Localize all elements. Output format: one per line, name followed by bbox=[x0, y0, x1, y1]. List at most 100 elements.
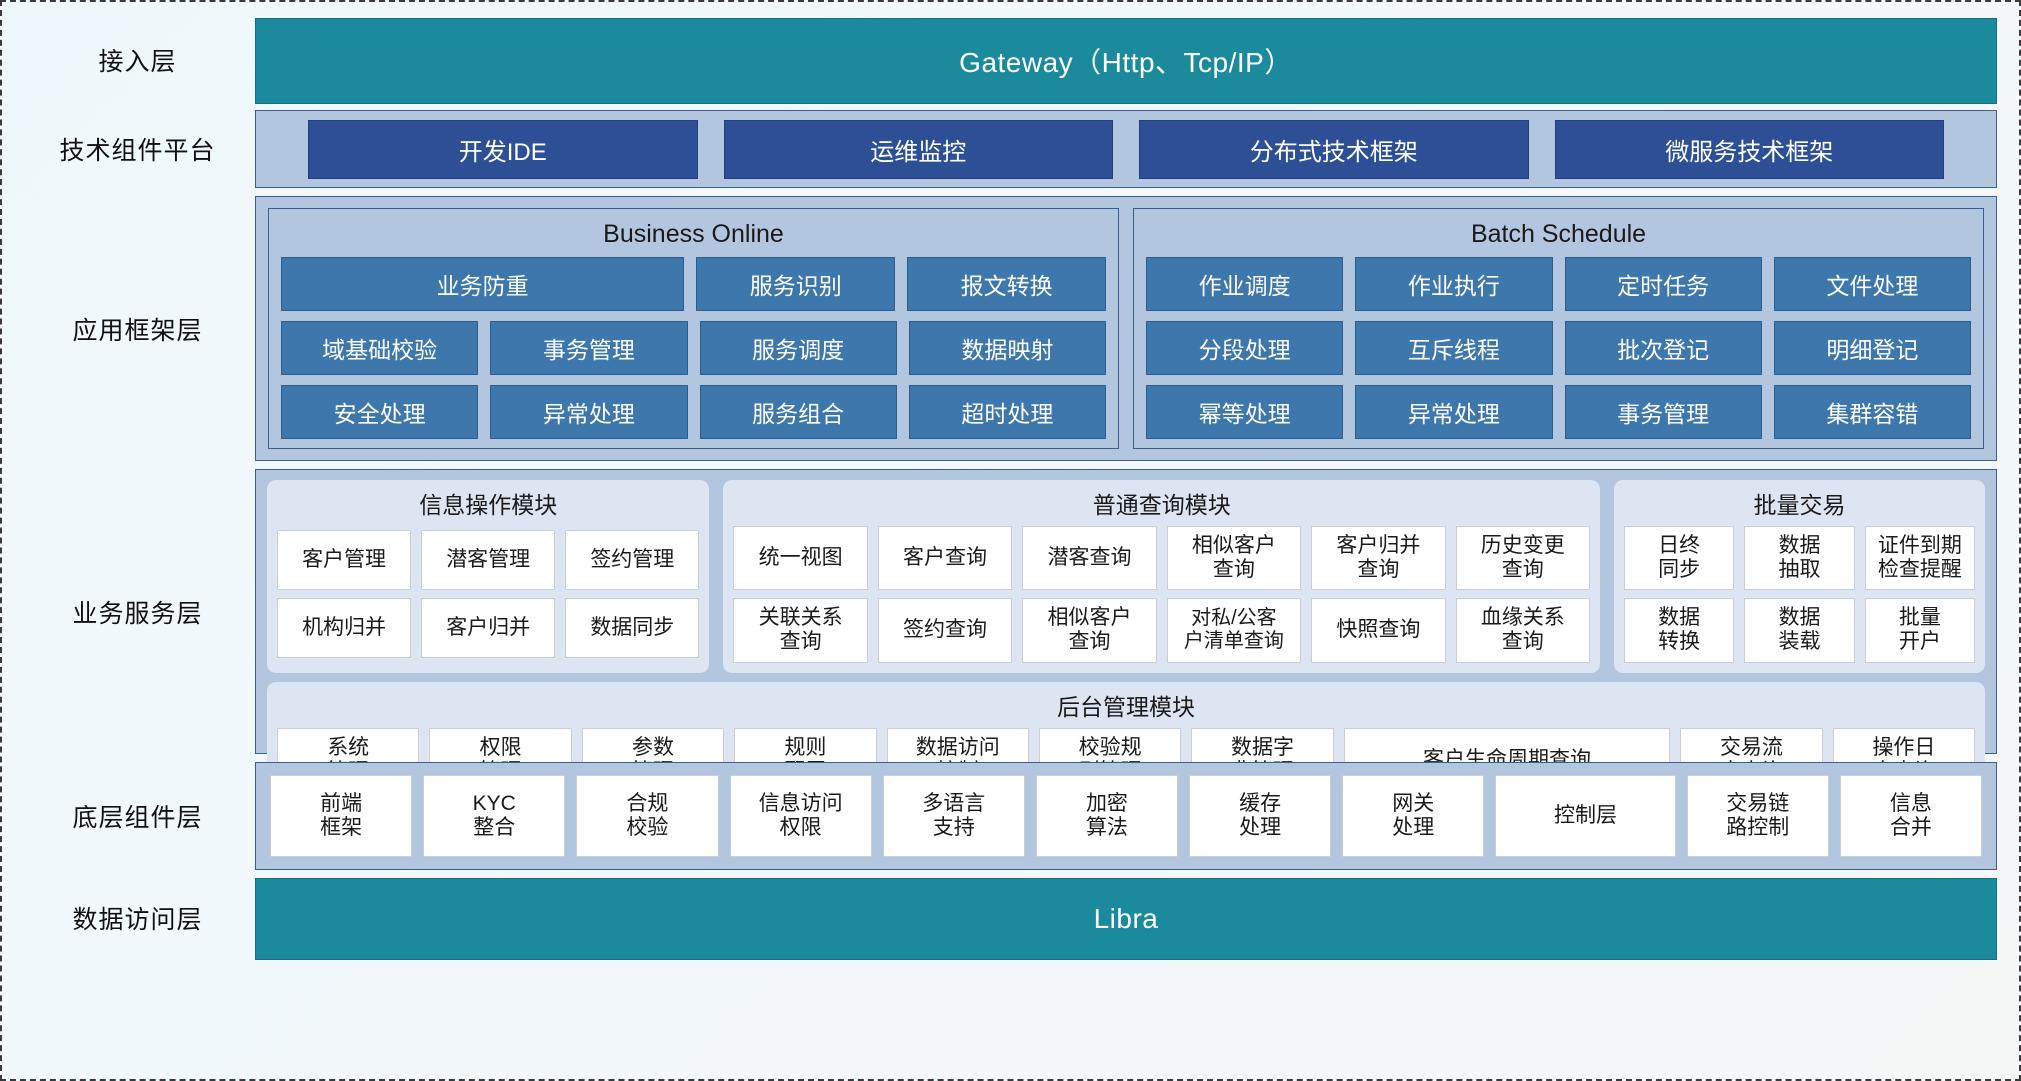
grid-row: 域基础校验 事务管理 服务调度 数据映射 bbox=[281, 321, 1106, 375]
libra-label: Libra bbox=[1093, 903, 1159, 934]
cell-customer-query[interactable]: 客户查询 bbox=[877, 526, 1013, 591]
cell-cluster-fault-tolerance[interactable]: 集群容错 bbox=[1773, 385, 1971, 439]
cell-end-of-day-sync[interactable]: 日终 同步 bbox=[1624, 526, 1735, 591]
cell-domain-base-validation[interactable]: 域基础校验 bbox=[281, 321, 479, 375]
tech-box-ide[interactable]: 开发IDE bbox=[308, 119, 698, 179]
data-access-layer-body: Libra bbox=[255, 878, 1997, 960]
cell-exception-handling-online[interactable]: 异常处理 bbox=[490, 385, 688, 439]
cell-customer-merge-query[interactable]: 客户归并 查询 bbox=[1311, 526, 1446, 591]
cell-lineage-relationship-query[interactable]: 血缘关系 查询 bbox=[1455, 598, 1590, 663]
cell-contract-query[interactable]: 签约查询 bbox=[877, 598, 1013, 663]
layer-label-tech-platform: 技术组件平台 bbox=[59, 137, 216, 165]
cell-customer-merge[interactable]: 客户归并 bbox=[421, 598, 556, 659]
cell-institution-merge[interactable]: 机构归并 bbox=[277, 598, 412, 659]
cell-job-execution[interactable]: 作业执行 bbox=[1355, 257, 1553, 311]
cell-private-corporate-list-query[interactable]: 对私/公客 户清单查询 bbox=[1166, 598, 1302, 663]
cell-snapshot-query[interactable]: 快照查询 bbox=[1311, 598, 1446, 663]
access-layer-body: Gateway（Http、Tcp/IP） bbox=[255, 18, 1997, 104]
cell-multilanguage-support[interactable]: 多语言 支持 bbox=[882, 775, 1025, 857]
grid-row: 机构归并 客户归并 数据同步 bbox=[277, 598, 700, 659]
cell-transaction-management[interactable]: 事务管理 bbox=[490, 321, 688, 375]
business-service-panel: 信息操作模块 客户管理 潜客管理 签约管理 机构归并 客户归并 bbox=[255, 469, 1997, 802]
group-title-batch-schedule: Batch Schedule bbox=[1470, 220, 1647, 248]
cell-data-sync[interactable]: 数据同步 bbox=[565, 598, 700, 659]
layer-data-access: 数据访问层 Libra bbox=[20, 878, 1997, 960]
cell-timeout-handling[interactable]: 超时处理 bbox=[908, 385, 1106, 439]
layer-business-service: 业务服务层 信息操作模块 客户管理 潜客管理 签约管理 bbox=[20, 469, 1997, 802]
cell-transaction-management-batch[interactable]: 事务管理 bbox=[1564, 385, 1762, 439]
cell-history-change-query[interactable]: 历史变更 查询 bbox=[1455, 526, 1590, 591]
module-batch-transaction: 批量交易 日终 同步 数据 抽取 证件到期 检查提醒 数据 转换 数据 装载 bbox=[1614, 480, 1985, 673]
cell-segment-processing[interactable]: 分段处理 bbox=[1146, 321, 1344, 375]
cell-service-scheduling[interactable]: 服务调度 bbox=[699, 321, 897, 375]
cell-message-transform[interactable]: 报文转换 bbox=[907, 257, 1106, 311]
cell-certificate-expiry-reminder[interactable]: 证件到期 检查提醒 bbox=[1864, 526, 1975, 591]
cell-control-layer[interactable]: 控制层 bbox=[1495, 775, 1676, 857]
cell-frontend-framework[interactable]: 前端 框架 bbox=[270, 775, 413, 857]
cell-similar-customer-query-1[interactable]: 相似客户 查询 bbox=[1166, 526, 1302, 591]
cell-business-dedup[interactable]: 业务防重 bbox=[281, 257, 685, 311]
grid-row: 日终 同步 数据 抽取 证件到期 检查提醒 bbox=[1624, 526, 1975, 591]
cell-similar-customer-query-2[interactable]: 相似客户 查询 bbox=[1022, 598, 1157, 663]
group-batch-schedule: Batch Schedule 作业调度 作业执行 定时任务 文件处理 分段处理 … bbox=[1133, 208, 1984, 449]
cell-detail-registration[interactable]: 明细登记 bbox=[1773, 321, 1971, 375]
grid-row: 分段处理 互斥线程 批次登记 明细登记 bbox=[1146, 321, 1971, 375]
cell-unified-view[interactable]: 统一视图 bbox=[733, 526, 868, 591]
tech-box-microservice-framework[interactable]: 微服务技术框架 bbox=[1554, 119, 1944, 179]
cell-mutex-thread[interactable]: 互斥线程 bbox=[1355, 321, 1553, 375]
cell-file-processing[interactable]: 文件处理 bbox=[1773, 257, 1971, 311]
tech-platform-boxes: 开发IDE 运维监控 分布式技术框架 微服务技术框架 bbox=[256, 111, 1996, 187]
cell-info-access-permission[interactable]: 信息访问 权限 bbox=[729, 775, 872, 857]
tech-box-ops-monitor[interactable]: 运维监控 bbox=[723, 119, 1113, 179]
cell-encryption-algorithm[interactable]: 加密 算法 bbox=[1035, 775, 1179, 857]
component-layer-body: 前端 框架 KYC 整合 合规 校验 信息访问 权限 多语言 支持 加密 算法 … bbox=[255, 762, 1997, 870]
cell-cache-processing[interactable]: 缓存 处理 bbox=[1189, 775, 1332, 857]
cell-compliance-validation[interactable]: 合规 校验 bbox=[576, 775, 719, 857]
cell-contract-management[interactable]: 签约管理 bbox=[565, 530, 700, 591]
cell-gateway-processing[interactable]: 网关 处理 bbox=[1342, 775, 1485, 857]
module-title-info-operations: 信息操作模块 bbox=[419, 492, 558, 518]
grid-row: 安全处理 异常处理 服务组合 超时处理 bbox=[281, 385, 1106, 439]
tech-box-distributed-framework[interactable]: 分布式技术框架 bbox=[1139, 119, 1529, 179]
cell-service-identify[interactable]: 服务识别 bbox=[696, 257, 896, 311]
cell-relationship-query[interactable]: 关联关系 查询 bbox=[733, 598, 868, 663]
cell-data-transform[interactable]: 数据 转换 bbox=[1624, 598, 1735, 663]
cell-data-load[interactable]: 数据 装载 bbox=[1744, 598, 1855, 663]
gateway-label: Gateway（Http、Tcp/IP） bbox=[959, 47, 1293, 78]
cell-transaction-chain-control[interactable]: 交易链 路控制 bbox=[1686, 775, 1829, 857]
module-general-query: 普通查询模块 统一视图 客户查询 潜客查询 相似客户 查询 客户归并 查询 历史… bbox=[723, 480, 1601, 673]
cell-batch-account-open[interactable]: 批量 开户 bbox=[1864, 598, 1975, 663]
module-admin-management: 后台管理模块 系统 管理 权限 管理 参数 管理 规则 配置 数据访问 控制 校… bbox=[267, 681, 1985, 802]
cell-data-extraction[interactable]: 数据 抽取 bbox=[1744, 526, 1855, 591]
cell-data-mapping[interactable]: 数据映射 bbox=[908, 321, 1106, 375]
cell-information-merge[interactable]: 信息 合并 bbox=[1839, 775, 1983, 857]
batch-module-grid: 日终 同步 数据 抽取 证件到期 检查提醒 数据 转换 数据 装载 批量 开户 bbox=[1624, 526, 1975, 663]
cell-prospect-management[interactable]: 潜客管理 bbox=[421, 530, 556, 591]
cell-batch-registration[interactable]: 批次登记 bbox=[1564, 321, 1762, 375]
grid-row: 统一视图 客户查询 潜客查询 相似客户 查询 客户归并 查询 历史变更 查询 bbox=[733, 526, 1590, 591]
cell-kyc-integration[interactable]: KYC 整合 bbox=[423, 775, 566, 857]
layer-app-framework: 应用框架层 Business Online 业务防重 服务识别 报文转换 bbox=[20, 196, 1997, 461]
cell-customer-management[interactable]: 客户管理 bbox=[277, 530, 412, 591]
cell-service-composition[interactable]: 服务组合 bbox=[699, 385, 897, 439]
layer-label-access: 接入层 bbox=[98, 48, 177, 76]
module-info-operations: 信息操作模块 客户管理 潜客管理 签约管理 机构归并 客户归并 bbox=[267, 480, 710, 673]
component-layer-cells: 前端 框架 KYC 整合 合规 校验 信息访问 权限 多语言 支持 加密 算法 … bbox=[256, 763, 1996, 869]
grid-row: 客户管理 潜客管理 签约管理 bbox=[277, 530, 700, 591]
grid-row: 幂等处理 异常处理 事务管理 集群容错 bbox=[1146, 385, 1971, 439]
tech-platform-body: 开发IDE 运维监控 分布式技术框架 微服务技术框架 bbox=[255, 110, 1997, 188]
layer-label-app-framework: 应用框架层 bbox=[72, 316, 203, 345]
cell-timed-task[interactable]: 定时任务 bbox=[1564, 257, 1762, 311]
cell-job-scheduling[interactable]: 作业调度 bbox=[1146, 257, 1344, 311]
module-title-batch-transaction: 批量交易 bbox=[1753, 492, 1846, 518]
libra-bar[interactable]: Libra bbox=[255, 878, 1997, 960]
cell-prospect-query[interactable]: 潜客查询 bbox=[1022, 526, 1157, 591]
business-service-body: 信息操作模块 客户管理 潜客管理 签约管理 机构归并 客户归并 bbox=[255, 469, 1997, 802]
cell-exception-handling-batch[interactable]: 异常处理 bbox=[1355, 385, 1553, 439]
gateway-bar[interactable]: Gateway（Http、Tcp/IP） bbox=[255, 18, 1997, 104]
cell-security-processing[interactable]: 安全处理 bbox=[281, 385, 479, 439]
cell-idempotent-processing[interactable]: 幂等处理 bbox=[1146, 385, 1344, 439]
group-title-business-online: Business Online bbox=[603, 220, 784, 248]
module-title-admin-management: 后台管理模块 bbox=[1057, 693, 1195, 720]
